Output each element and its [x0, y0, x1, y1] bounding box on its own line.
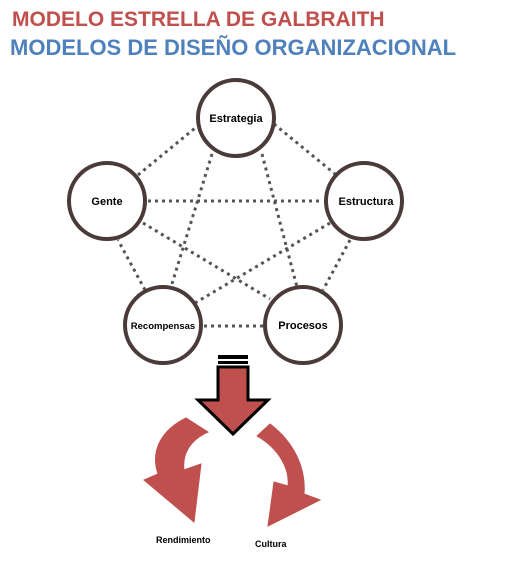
- curved-arrow-right-icon: [256, 423, 322, 527]
- outcome-label-rendimiento: Rendimiento: [156, 535, 211, 545]
- connector-estrategia-estructura: [273, 122, 336, 176]
- connector-estrategia-procesos: [260, 153, 299, 288]
- node-label-estructura: Estructura: [338, 196, 394, 208]
- connectors: [116, 122, 352, 328]
- connector-estructura-procesos: [321, 239, 352, 291]
- node-label-estrategia: Estrategia: [209, 113, 263, 125]
- diagram-title: MODELO ESTRELLA DE GALBRAITH: [12, 8, 385, 31]
- outcome-label-cultura: Cultura: [255, 539, 287, 549]
- node-estructura: Estructura: [324, 161, 404, 241]
- node-procesos: Procesos: [263, 285, 343, 365]
- node-estrategia: Estrategia: [196, 78, 276, 158]
- down-arrow-icon: [194, 355, 272, 437]
- node-label-gente: Gente: [91, 196, 122, 208]
- connector-estrategia-recompensas: [169, 153, 214, 288]
- curved-arrow-left-icon: [143, 417, 210, 523]
- node-label-recompensas: Recompensas: [131, 321, 195, 332]
- connector-estructura-recompensas: [194, 221, 331, 305]
- connector-recompensas-gente: [116, 239, 147, 291]
- node-gente: Gente: [67, 161, 147, 241]
- node-recompensas: Recompensas: [123, 285, 203, 365]
- node-label-procesos: Procesos: [278, 320, 328, 332]
- diagram-subtitle: MODELOS DE DISEÑO ORGANIZACIONAL: [10, 35, 457, 60]
- connector-gente-estrategia: [137, 122, 201, 177]
